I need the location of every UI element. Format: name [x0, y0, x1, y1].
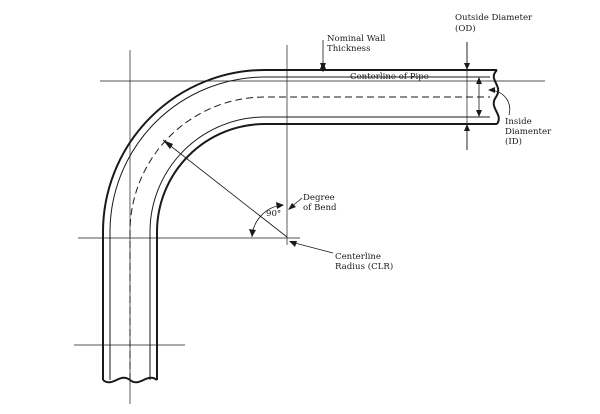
nwt-line-1: Nominal Wall [327, 34, 386, 44]
inner-wall [156, 123, 497, 380]
id-line-2: Diamenter [505, 127, 552, 137]
dob-line-2: of Bend [303, 203, 337, 213]
degree-of-bend-label: Degree of Bend [303, 193, 338, 213]
clr-line-2: Radius (CLR) [335, 261, 393, 272]
nwt-line-2: Thickness [327, 44, 370, 54]
clr-leader [290, 241, 334, 254]
centerline-radius-line [162, 139, 288, 238]
radius-arrowhead [163, 140, 173, 149]
od-line-1: Outside Diameter [455, 13, 533, 23]
angle-label: 90° [266, 209, 281, 219]
degree-leader-arrowhead [288, 203, 296, 210]
wall-thickness-arrowhead-mid [320, 62, 326, 69]
outer-wall-inner-surface [109, 76, 490, 380]
centerline-of-pipe-label: Centerline of Pipe [350, 72, 429, 82]
od-arrowhead-top [464, 63, 470, 70]
bend-arc-arrowhead-top [276, 202, 284, 209]
id-leader-arrowhead [488, 87, 495, 93]
outer-wall [102, 69, 497, 380]
outside-diameter-label: Outside Diameter (OD) [455, 13, 535, 34]
pipe-end-right [492, 69, 500, 125]
centerline-radius-label: Centerline Radius (CLR) [335, 252, 393, 272]
clr-leader-arrowhead [289, 241, 297, 247]
dob-line-1: Degree [303, 193, 335, 203]
id-line-1: Inside [505, 117, 532, 127]
id-arrowhead-bottom [476, 110, 482, 117]
od-arrowhead-bottom [464, 124, 470, 131]
od-line-2: (OD) [455, 23, 476, 34]
nominal-wall-thickness-label: Nominal Wall Thickness [327, 34, 388, 54]
id-line-3: (ID) [505, 136, 522, 147]
centerline-of-pipe-line [129, 96, 490, 380]
clr-line-1: Centerline [335, 252, 381, 262]
inner-wall-inner-surface [149, 116, 490, 380]
inside-diameter-label: Inside Diamenter (ID) [505, 117, 554, 147]
id-arrowhead-top [476, 77, 482, 84]
bend-arc-arrowhead-bottom [249, 229, 256, 237]
